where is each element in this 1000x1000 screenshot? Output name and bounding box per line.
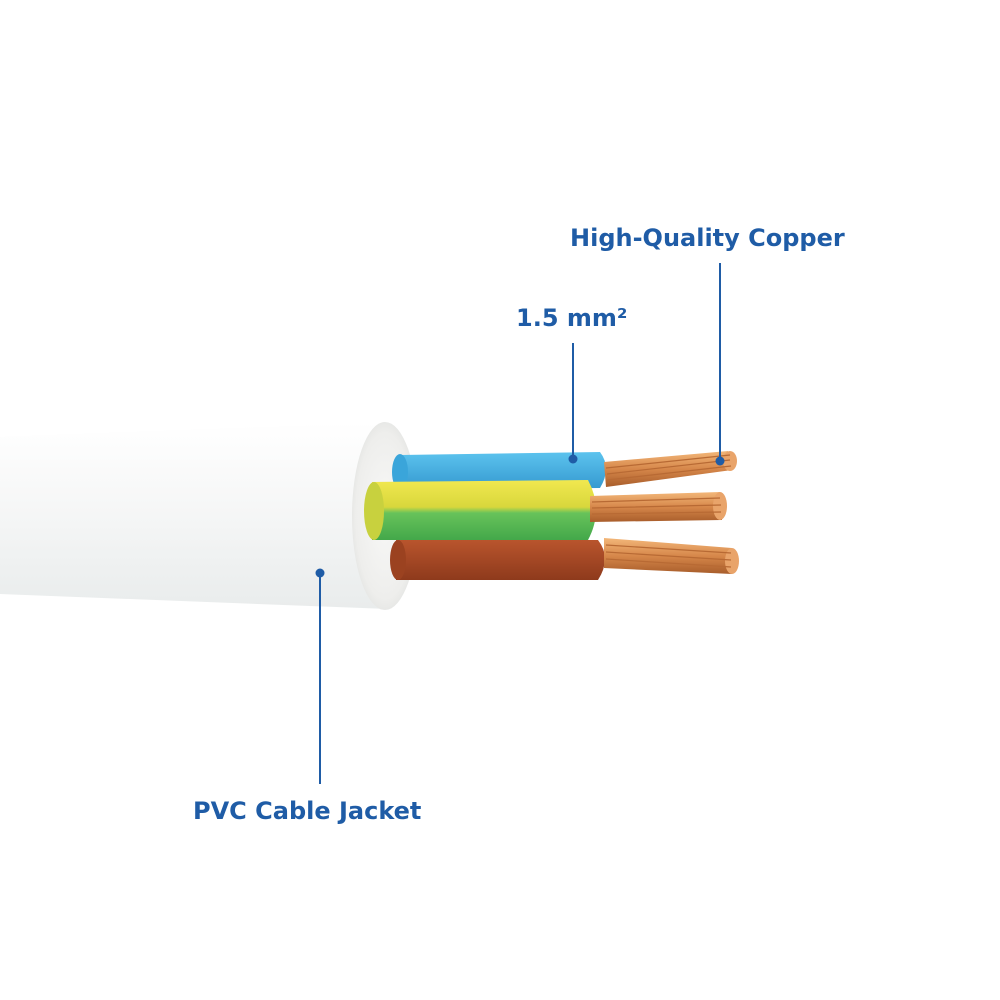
copper-strands-icon [590, 492, 727, 522]
jacket-label: PVC Cable Jacket [193, 797, 422, 825]
yellow-green-wire [364, 480, 596, 540]
brown-wire [390, 540, 605, 580]
leader-cross-section [568, 343, 578, 464]
leader-jacket [315, 568, 325, 784]
leader-copper [715, 263, 725, 466]
copper-label: High-Quality Copper [570, 224, 845, 252]
copper-strands-icon [604, 538, 739, 574]
copper-strands-icon [604, 451, 737, 487]
jacket-body [0, 422, 387, 609]
cross-section-label: 1.5 mm² [516, 304, 628, 332]
